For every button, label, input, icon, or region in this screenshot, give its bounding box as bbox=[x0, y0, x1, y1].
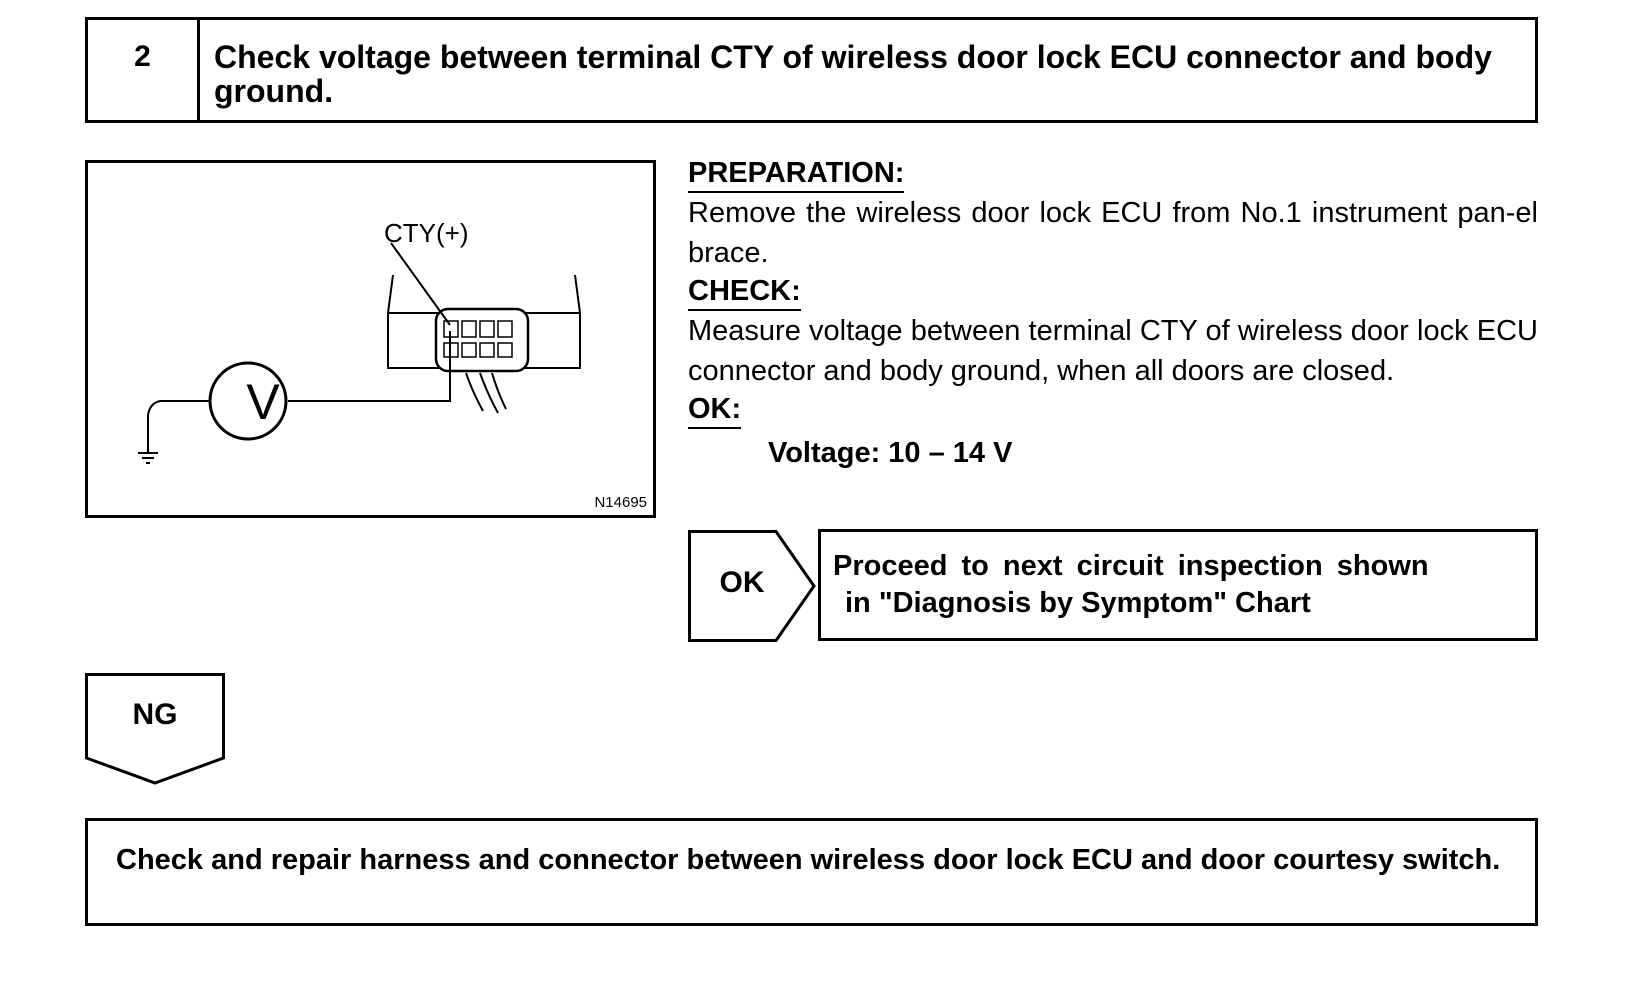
harness-wires bbox=[465, 372, 507, 414]
wiring-figure: CTY(+) V N14695 bbox=[85, 160, 656, 518]
ng-arrow-shape bbox=[85, 673, 225, 785]
ok-label: OK bbox=[719, 566, 765, 599]
cty-leader-line bbox=[390, 242, 451, 326]
ok-result-box: Proceed to next circuit inspection shown… bbox=[818, 529, 1538, 641]
check-heading: CHECK: bbox=[688, 273, 801, 311]
step-number: 2 bbox=[88, 20, 200, 120]
ng-label: NG bbox=[132, 698, 178, 731]
ok-branch-tag: OK bbox=[688, 530, 818, 642]
ground-icon bbox=[138, 452, 158, 464]
wiring-diagram bbox=[138, 242, 581, 464]
ng-result-box: Check and repair harness and connector b… bbox=[85, 818, 1538, 926]
probe-lead bbox=[288, 331, 451, 402]
ok-result-line2: in "Diagnosis by Symptom" Chart bbox=[845, 587, 1311, 619]
preparation-heading: PREPARATION: bbox=[688, 155, 905, 193]
ok-spec: Voltage: 10 – 14 V bbox=[768, 437, 1013, 469]
voltmeter-symbol: V bbox=[246, 374, 280, 430]
ground-lead bbox=[147, 400, 210, 453]
instructions: PREPARATION: Remove the wireless door lo… bbox=[688, 155, 1538, 473]
step-title: Check voltage between terminal CTY of wi… bbox=[214, 39, 1492, 109]
ecu-connector bbox=[434, 307, 530, 373]
step-header: 2 Check voltage between terminal CTY of … bbox=[85, 17, 1538, 123]
ok-heading: OK: bbox=[688, 391, 742, 429]
check-text: Measure voltage between terminal CTY of … bbox=[688, 315, 1538, 387]
preparation-text: Remove the wireless door lock ECU from N… bbox=[688, 197, 1538, 269]
terminal-label: CTY(+) bbox=[384, 218, 469, 248]
ng-branch-tag: NG bbox=[85, 673, 225, 785]
ok-result-line1: Proceed to next circuit inspection shown bbox=[833, 550, 1429, 582]
figure-id: N14695 bbox=[594, 494, 647, 511]
ok-arrow-shape bbox=[688, 530, 816, 642]
